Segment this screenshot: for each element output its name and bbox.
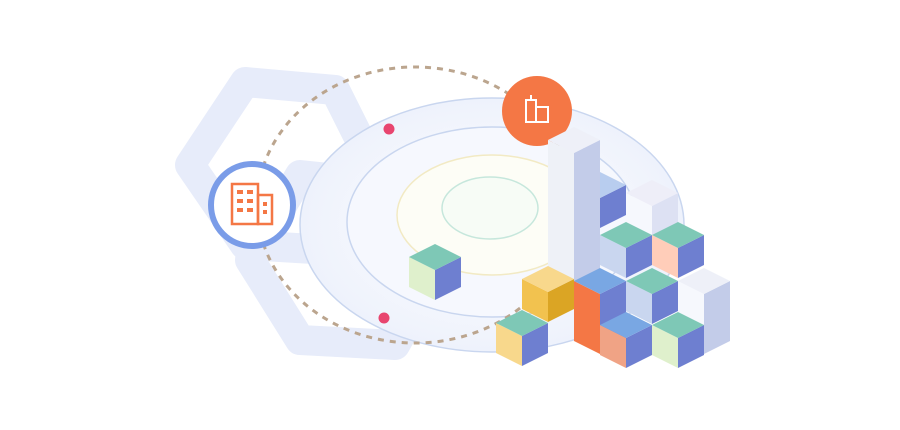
cube-left-face bbox=[652, 235, 678, 278]
cube-top-face bbox=[678, 268, 730, 294]
cube-left-face bbox=[548, 140, 574, 283]
cube-right-face bbox=[652, 281, 678, 324]
orbit-dot bbox=[378, 312, 390, 324]
cube-right-face bbox=[522, 323, 548, 366]
cube-right-face bbox=[574, 140, 600, 283]
isometric-cube bbox=[522, 266, 574, 322]
cube-left-face bbox=[409, 257, 435, 300]
cube-top-face bbox=[496, 310, 548, 336]
cube-right-face bbox=[435, 257, 461, 300]
building-badge bbox=[208, 161, 296, 249]
isometric-cube bbox=[496, 310, 548, 366]
cube-top-face bbox=[522, 266, 574, 292]
cube-top-face bbox=[652, 312, 704, 338]
cube-left-face bbox=[496, 323, 522, 366]
cube-top-face bbox=[548, 127, 600, 153]
isometric-cube bbox=[600, 222, 652, 278]
cube-right-face bbox=[548, 279, 574, 322]
cube-left-face bbox=[626, 281, 652, 324]
isometric-cube bbox=[626, 268, 678, 324]
cube-right-face bbox=[678, 325, 704, 368]
cube-top-face bbox=[652, 222, 704, 248]
cube-top-face bbox=[626, 268, 678, 294]
isometric-cube bbox=[409, 244, 461, 300]
city-badge bbox=[502, 76, 572, 146]
cube-top-face bbox=[600, 312, 652, 338]
building-icon bbox=[230, 182, 274, 226]
orbit-dot bbox=[383, 123, 395, 135]
cube-left-face bbox=[652, 325, 678, 368]
cube-top-face bbox=[409, 244, 461, 270]
isometric-cube bbox=[626, 180, 678, 236]
cube-left-face bbox=[600, 325, 626, 368]
isometric-cube bbox=[652, 312, 704, 368]
cube-right-face bbox=[704, 281, 730, 354]
cube-top-face bbox=[574, 268, 626, 294]
isometric-cube bbox=[652, 222, 704, 278]
cube-left-face bbox=[600, 235, 626, 278]
cube-stack bbox=[409, 127, 730, 368]
city-buildings-icon bbox=[525, 95, 549, 123]
isometric-cube bbox=[600, 312, 652, 368]
cube-top-face bbox=[600, 222, 652, 248]
cube-left-face bbox=[574, 281, 600, 354]
cube-left-face bbox=[522, 279, 548, 322]
cube-right-face bbox=[626, 325, 652, 368]
isometric-cube bbox=[548, 127, 600, 283]
cube-right-face bbox=[678, 235, 704, 278]
cube-top-face bbox=[626, 180, 678, 206]
core-ring bbox=[441, 176, 539, 240]
cube-right-face bbox=[600, 185, 626, 228]
cube-right-face bbox=[626, 235, 652, 278]
